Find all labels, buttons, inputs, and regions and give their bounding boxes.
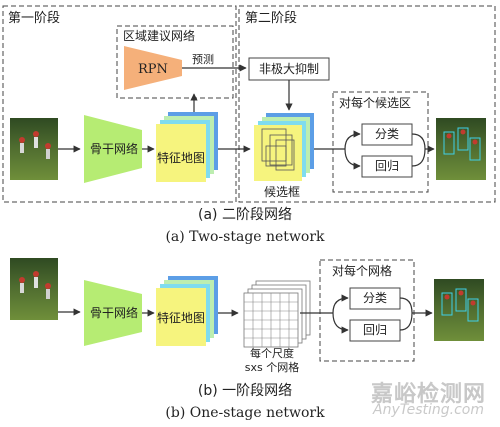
stage2-title: 第二阶段 [245,11,298,26]
merge-from-classify-bottom [399,297,413,314]
output-image-bottom [434,279,484,341]
per-grid-frame [319,259,415,362]
caption-cn-bottom: (b) 一阶段网络 [197,383,293,399]
caption-cn-top: (a) 二阶段网络 [198,207,292,223]
feature-map-stack-bottom [156,276,218,346]
per-candidate-frame [332,91,429,193]
watermark-brand-en: AnyTesting.com [373,402,484,418]
candidate-box-stack [254,113,314,181]
grid-scale-label-line2: sxs 个网格 [244,361,300,374]
backbone-label-top: 骨干网络 [90,142,139,156]
backbone-shape-bottom [84,280,142,346]
feature-map-label-bottom: 特征地图 [157,311,206,325]
backbone-label-bottom: 骨干网络 [90,306,139,320]
branch-to-regress-bottom [332,312,349,334]
stage2-frame [238,5,496,203]
branch-to-regress-top [344,148,361,170]
output-image-top [436,118,486,180]
input-image-bottom [10,258,58,320]
input-image-top [10,118,58,180]
grid-scale-label-line1: 每个尺度 [250,347,294,360]
rpn-region-frame [116,25,234,99]
rpn-region-title: 区域建议网络 [123,29,196,43]
classify-label-top: 分类 [374,127,399,141]
branch-to-classify-top [344,130,361,150]
regress-label-bottom: 回归 [362,323,387,337]
caption-en-bottom: (b) One-stage network [165,405,325,421]
predict-label: 预测 [192,53,214,66]
merge-from-classify-top [411,133,426,150]
nms-label: 非极大抑制 [258,62,319,76]
watermark-brand-cn: 嘉峪检测网 [370,382,486,407]
branch-to-classify-bottom [332,294,349,314]
stage1-frame [2,5,237,203]
stage1-title: 第一阶段 [8,11,61,26]
feature-map-stack-top [156,112,218,182]
regress-label-top: 回归 [374,159,399,173]
backbone-shape-top [84,115,142,183]
per-candidate-title: 对每个候选区 [339,96,412,110]
grid-stack [243,280,311,348]
caption-en-top: (a) Two-stage network [165,229,325,245]
rpn-shape [124,46,182,90]
merge-from-regress-bottom [399,312,413,331]
feature-map-label-top: 特征地图 [157,151,206,165]
candidate-box-label: 候选框 [264,185,301,199]
rpn-label: RPN [138,62,168,77]
classify-label-bottom: 分类 [362,291,387,305]
per-grid-title: 对每个网格 [332,264,393,278]
merge-from-regress-top [411,148,426,167]
